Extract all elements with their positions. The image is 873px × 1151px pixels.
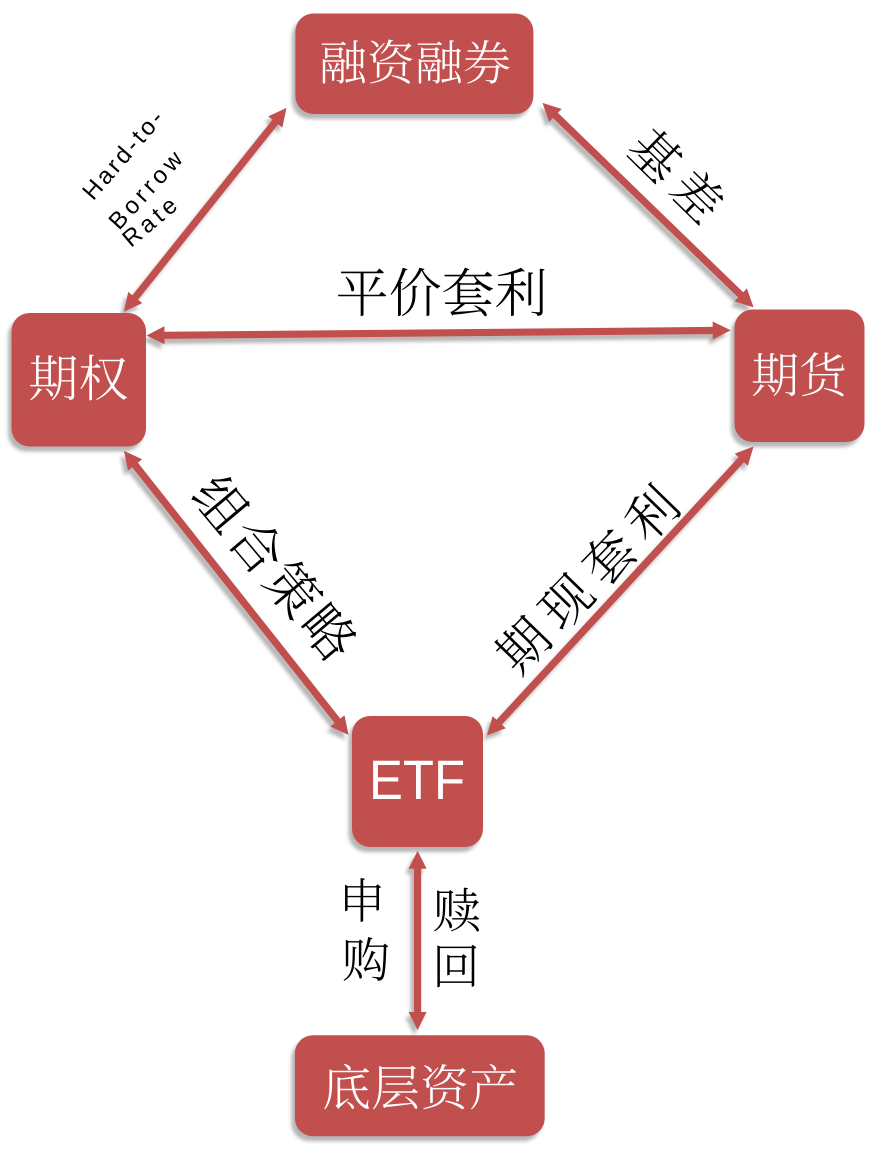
svg-text:ETF: ETF bbox=[369, 748, 465, 811]
